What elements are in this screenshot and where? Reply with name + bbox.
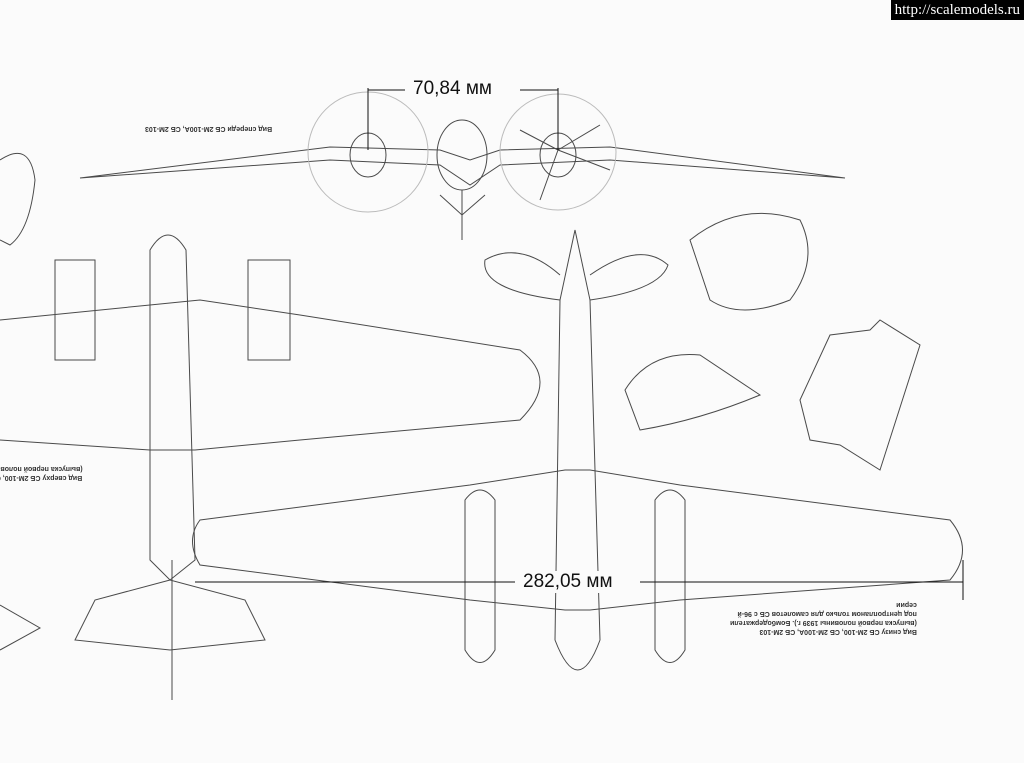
bottom-view-caption: Вид снизу СБ 2М-100, СБ 2М-100А, СБ 2М-1… xyxy=(730,600,917,636)
dimension-lines xyxy=(195,88,964,600)
wingspan-dimension: 282,05 мм xyxy=(520,571,616,593)
watermark-url[interactable]: http://scalemodels.ru xyxy=(890,0,1024,20)
caption-line: (выпуска первой половины 1939 г.). Бомбо… xyxy=(730,619,917,626)
caption-line: (выпуска первой половины 1939 г.) xyxy=(0,465,83,472)
propeller-spacing-dimension: 70,84 мм xyxy=(410,78,495,100)
top-view xyxy=(0,234,541,700)
caption-line: Вид снизу СБ 2М-100, СБ 2М-100А, СБ 2М-1… xyxy=(759,628,917,635)
caption-line: под центропланом только для самолетов СБ… xyxy=(737,610,917,617)
caption-line: серии xyxy=(896,601,917,608)
detail-parts xyxy=(0,152,921,651)
top-view-caption: Вид сверху СБ 2М-100, СБ 2М-100А (выпуск… xyxy=(0,464,83,482)
front-view-caption: Вид спереди СБ 2М-100А, СБ 2М-103 xyxy=(145,125,273,132)
caption-line: Вид сверху СБ 2М-100, СБ 2М-100А xyxy=(0,474,83,481)
